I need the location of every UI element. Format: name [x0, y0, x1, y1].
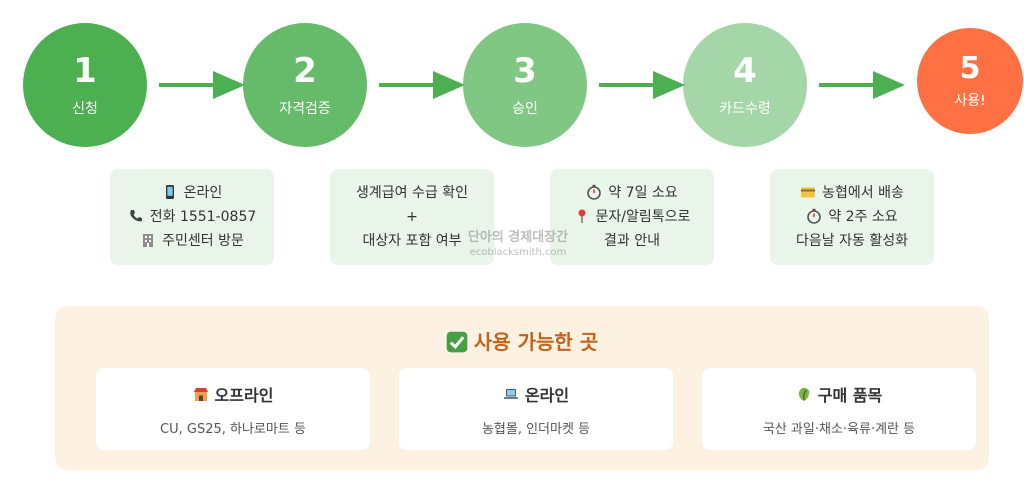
step-3-info-box: 약 7일 소요 문자/알림톡으로 결과 안내 — [550, 169, 714, 265]
arrow-right-icon — [159, 71, 245, 99]
step-number: 2 — [293, 51, 317, 91]
step-number: 3 — [513, 51, 537, 91]
step-number: 1 — [73, 51, 97, 91]
step-label: 사용! — [954, 93, 986, 109]
step-label: 자격검증 — [279, 101, 331, 117]
step-number: 4 — [733, 51, 757, 91]
watermark-url: ecoblacksmith.com — [469, 246, 567, 258]
info-line: + — [406, 209, 418, 225]
watermark-title: 단아의 경제대장간 — [467, 229, 569, 245]
info-line: 다음날 자동 활성화 — [796, 233, 908, 249]
step-5-circle: 5 사용! — [917, 28, 1023, 134]
laptop-icon — [503, 388, 518, 399]
step-1-info-box: 온라인 전화 1551-0857 주민센터 방문 — [110, 169, 274, 265]
arrow-right-icon — [599, 71, 685, 99]
info-line: 문자/알림톡으로 — [574, 205, 690, 229]
pin-icon — [578, 209, 586, 223]
info-line: 주민센터 방문 — [140, 229, 244, 253]
info-line: 생계급여 수급 확인 — [356, 185, 468, 201]
building-icon — [143, 234, 154, 247]
arrow-right-icon — [379, 71, 465, 99]
step-4-circle: 4 카드수령 — [683, 23, 807, 147]
step-2-info-box: 생계급여 수급 확인 + 대상자 포함 여부 — [330, 169, 494, 265]
card-description: 농협몰, 인더마켓 등 — [481, 421, 591, 437]
vegetable-icon — [798, 387, 809, 401]
info-line: 전화 1551-0857 — [128, 205, 256, 229]
step-2-circle: 2 자격검증 — [243, 23, 367, 147]
card-description: 국산 과일·채소·육류·계란 등 — [762, 421, 916, 437]
step-number: 5 — [959, 51, 981, 86]
usage-card-items: 구매 품목 국산 과일·채소·육류·계란 등 — [702, 368, 976, 450]
check-mark-icon — [446, 331, 468, 353]
card-description: CU, GS25, 하나로마트 등 — [160, 421, 306, 437]
usage-card-online: 온라인 농협몰, 인더마켓 등 — [399, 368, 673, 450]
info-line: 대상자 포함 여부 — [362, 233, 462, 249]
store-icon — [193, 387, 208, 401]
info-line: 약 2주 소요 — [806, 205, 898, 229]
telephone-icon — [129, 210, 142, 222]
info-line: 온라인 — [162, 181, 222, 205]
card-title: 오프라인 — [193, 382, 273, 406]
info-line: 농협에서 배송 — [800, 181, 904, 205]
stopwatch-icon — [807, 208, 822, 224]
usage-title: 사용 가능한 곳 — [55, 326, 989, 355]
info-line: 결과 안내 — [604, 233, 660, 249]
info-line: 약 7일 소요 — [586, 181, 678, 205]
arrow-right-icon — [819, 71, 905, 99]
step-3-circle: 3 승인 — [463, 23, 587, 147]
step-4-info-box: 농협에서 배송 약 2주 소요 다음날 자동 활성화 — [770, 169, 934, 265]
usage-card-offline: 오프라인 CU, GS25, 하나로마트 등 — [96, 368, 370, 450]
credit-card-icon — [801, 187, 816, 198]
card-title: 구매 품목 — [796, 382, 882, 406]
step-label: 카드수령 — [719, 101, 771, 117]
usage-panel: 사용 가능한 곳 오프라인 CU, GS25, 하나로마트 등 온라인 농협몰,… — [55, 306, 989, 470]
mobile-phone-icon — [165, 185, 174, 199]
card-title: 온라인 — [503, 382, 569, 406]
step-label: 신청 — [72, 101, 98, 117]
stopwatch-icon — [587, 184, 602, 200]
step-label: 승인 — [512, 101, 538, 117]
watermark: 단아의 경제대장간 ecoblacksmith.com — [448, 224, 588, 264]
step-1-circle: 1 신청 — [23, 23, 147, 147]
